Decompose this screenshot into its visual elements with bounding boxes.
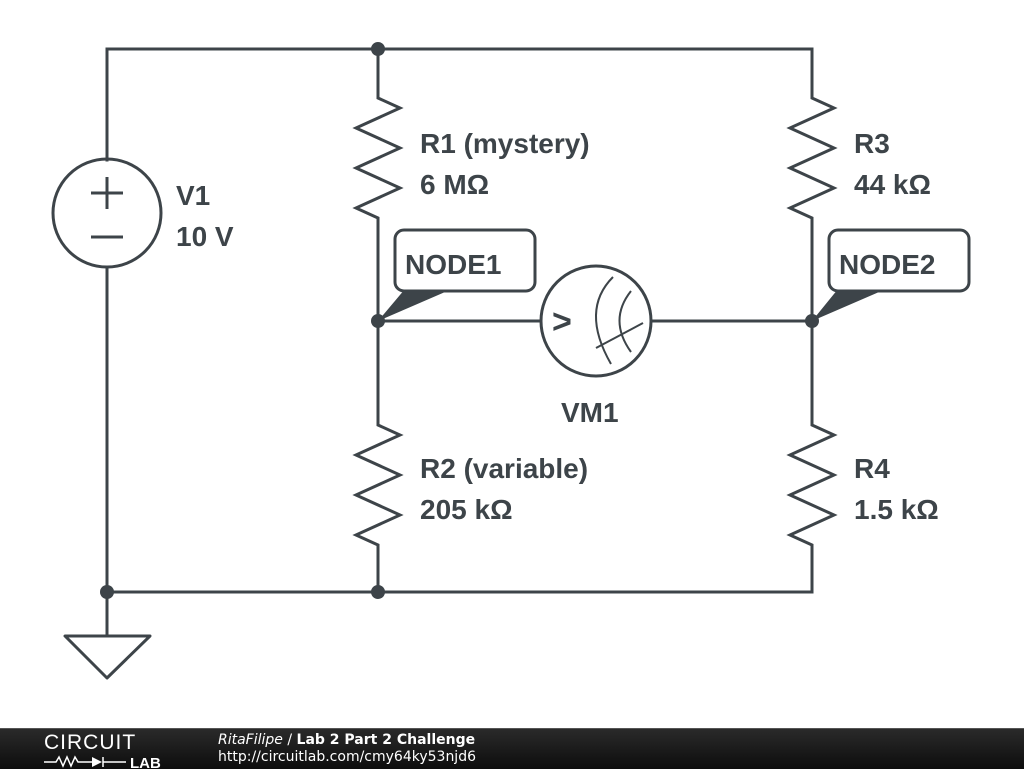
title-separator: / (282, 732, 297, 748)
node2-pointer (812, 289, 886, 321)
meter-arc-icon (595, 276, 614, 365)
voltage-source-circle (51, 157, 163, 269)
node2-box (827, 228, 971, 293)
node2-label: NODE2 (839, 249, 935, 280)
voltmeter-circle (539, 264, 653, 378)
logo-lab-text: LAB (130, 755, 161, 769)
resistor-r2[interactable] (352, 423, 404, 548)
r4-name-label: R4 (854, 453, 890, 484)
vm1-name-label: VM1 (561, 397, 619, 428)
wire-ground-rail (105, 546, 814, 594)
voltmeter-vm1[interactable]: > (539, 264, 653, 378)
circuit-title[interactable]: Lab 2 Part 2 Challenge (296, 732, 476, 748)
meter-arc-icon-2 (618, 290, 632, 353)
node1-box (393, 228, 537, 293)
wire-top (105, 47, 814, 162)
junction-ground-left (100, 585, 114, 599)
junction-ground-mid (371, 585, 385, 599)
r4-value-label: 1.5 kΩ (854, 494, 939, 525)
circuit-schematic: V1 10 V R1 (mystery) 6 MΩ R3 44 kΩ R2 (v… (51, 42, 971, 680)
footer-title-line: RitaFilipe / Lab 2 Part 2 Challenge (218, 732, 475, 748)
r3-value-label: 44 kΩ (854, 169, 931, 200)
ground-icon[interactable] (63, 634, 152, 680)
circuit-url[interactable]: http://circuitlab.com/cmy64ky53njd6 (218, 749, 476, 765)
node1-tag[interactable]: NODE1 (378, 228, 537, 321)
v1-value-label: 10 V (176, 221, 234, 252)
voltmeter-symbol: > (552, 303, 572, 341)
meter-needle-icon (595, 322, 644, 349)
voltage-source-v1[interactable] (51, 157, 163, 269)
r3-name-label: R3 (854, 128, 890, 159)
resistor-r4[interactable] (786, 423, 838, 548)
node1-label: NODE1 (405, 249, 501, 280)
node2-tag[interactable]: NODE2 (812, 228, 971, 321)
v1-name-label: V1 (176, 180, 210, 211)
author-link[interactable]: RitaFilipe (218, 732, 283, 748)
r1-value-label: 6 MΩ (420, 169, 489, 200)
node1-pointer (378, 289, 452, 321)
logo-circuit-text: CIRCUIT (44, 731, 136, 754)
plus-icon (91, 177, 123, 209)
junction-top (371, 42, 385, 56)
resistor-r3[interactable] (786, 95, 838, 222)
resistor-r1[interactable] (352, 95, 404, 222)
r2-name-label: R2 (variable) (420, 453, 588, 484)
r1-name-label: R1 (mystery) (420, 128, 590, 159)
wires (105, 47, 814, 638)
logo-diode-bar (102, 757, 126, 767)
r2-value-label: 205 kΩ (420, 494, 513, 525)
circuitlab-logo[interactable]: CIRCUIT LAB (42, 731, 178, 769)
footer-bar: CIRCUIT LAB RitaFilipe / Lab 2 Part 2 Ch… (0, 728, 1024, 769)
logo-resistor-icon (44, 755, 92, 768)
logo-diode-icon (92, 757, 102, 767)
